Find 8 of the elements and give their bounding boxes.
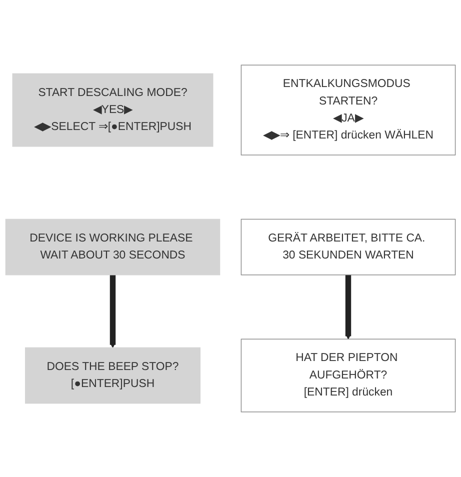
arrow [345, 274, 352, 340]
node-box: GERÄT ARBEITET, BITTE CA. 30 SEKUNDEN WARTEN [240, 218, 456, 276]
node-box: HAT DER PIEPTON AUFGEHÖRT? [ENTER] drücken [240, 338, 456, 412]
node-box: DOES THE BEEP STOP? [●ENTER]PUSH [24, 347, 201, 404]
node-box: START DESCALING MODE? ◀YES▶ ◀▶SELECT ⇒[●ENTER]PUSH [12, 73, 214, 147]
arrow [110, 274, 116, 348]
node-box: ENTKALKUNGSMODUS STARTEN? ◀JA▶ ◀▶⇒ [ENTER] drücken WÄHLEN [240, 64, 456, 156]
node-box: DEVICE IS WORKING PLEASE WAIT ABOUT 30 SECONDS [5, 218, 220, 276]
